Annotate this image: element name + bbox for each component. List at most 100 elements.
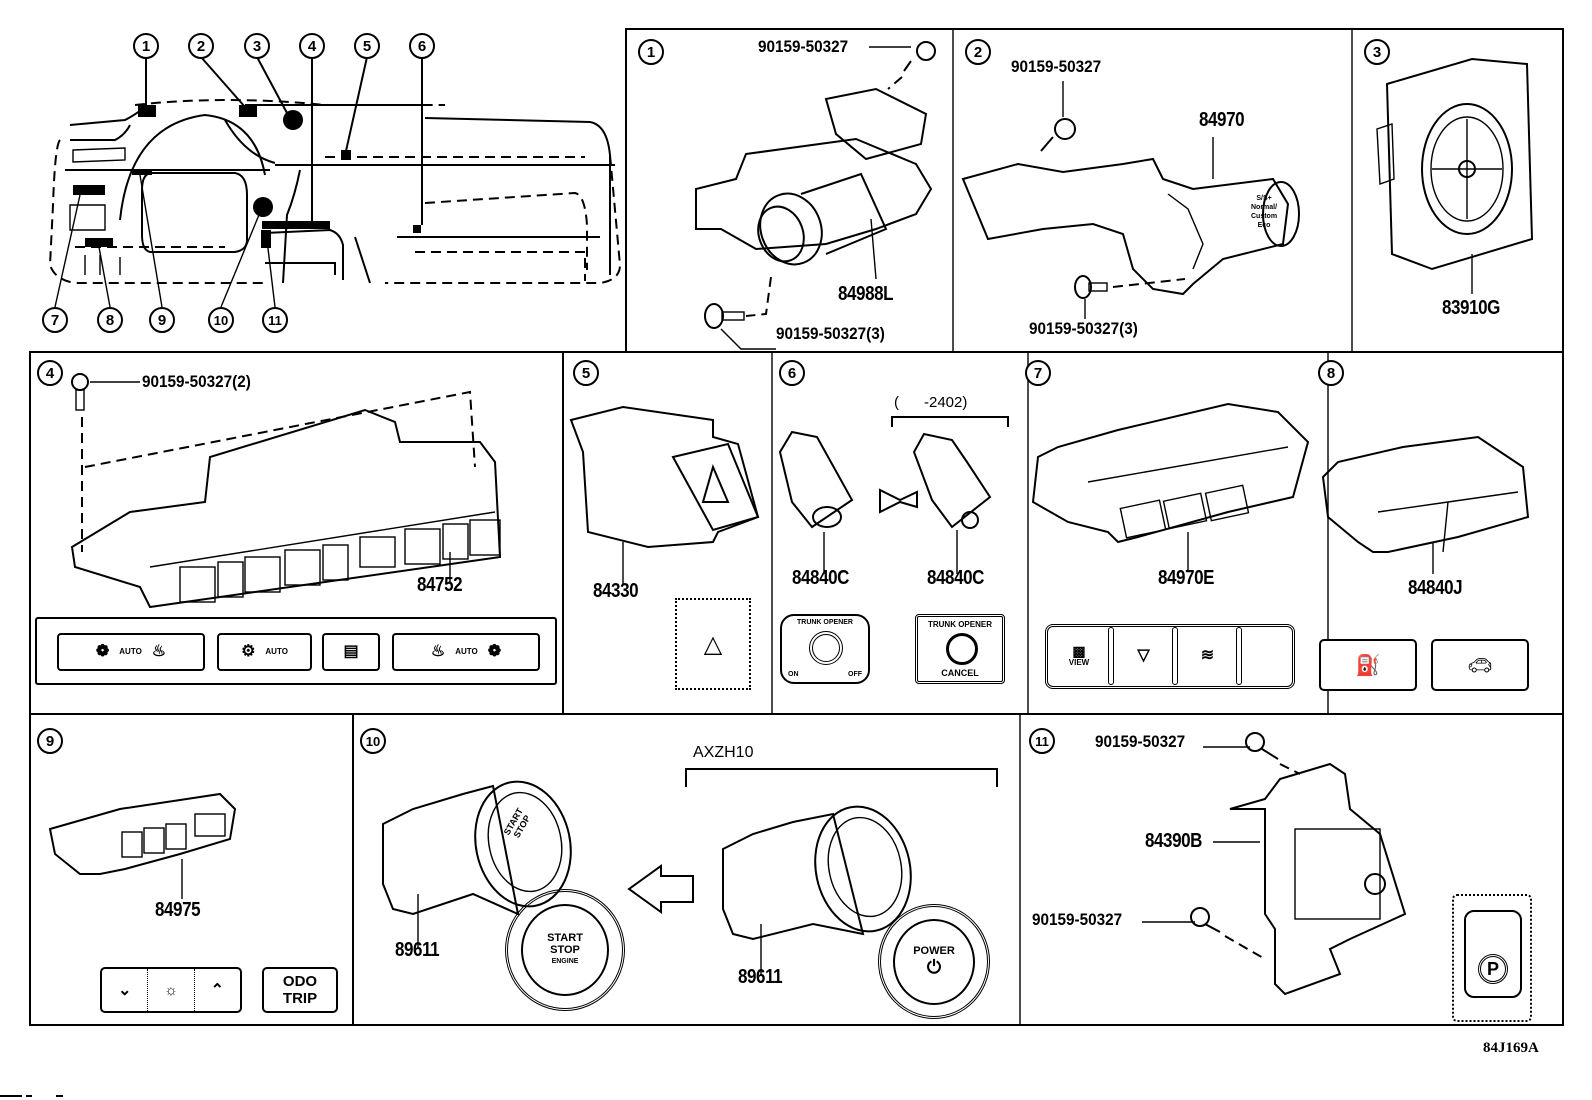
odo-trip-button[interactable]: ODO TRIP	[262, 967, 338, 1013]
seat-heater-passenger-group: ♨ AUTO ❁	[392, 633, 540, 671]
camera-view-button[interactable]: ▩ VIEW	[1054, 631, 1104, 681]
screw-part-number[interactable]: 90159-50327(3)	[776, 324, 885, 343]
meter-switch-drawing	[48, 792, 237, 899]
switch-part-number[interactable]: 84988L	[838, 283, 894, 305]
parking-brake-button[interactable]: P	[1464, 910, 1522, 998]
knob-label-normal: Normal/	[1251, 204, 1278, 211]
seat-heater-icon[interactable]: ♨	[151, 642, 167, 660]
screw-part-number[interactable]: 90159-50327(2)	[142, 372, 251, 391]
seat-heater-driver-group: ❁ AUTO ♨	[57, 633, 205, 671]
section-9-meter-control-switch: 9 84975 ⌄ ☼ ⌃ ODO TRIP	[30, 714, 353, 1025]
trunk-car-icon: 🚗︎	[1467, 654, 1493, 677]
section-number: 7	[1025, 360, 1051, 386]
callout-8[interactable]: 8	[97, 307, 123, 333]
wiper-switch-drawing	[961, 81, 1300, 319]
illumination-button[interactable]: ☼	[148, 969, 195, 1011]
section-5-hazard-switch: 5 84330 △	[563, 352, 772, 714]
knob-label-sport: S/S+	[1256, 195, 1272, 202]
on-label: ON	[788, 671, 799, 678]
callout-6[interactable]: 6	[409, 33, 435, 59]
switch-part-number[interactable]: 84970	[1199, 109, 1245, 131]
power-button[interactable]: POWER ⏻	[878, 904, 990, 1019]
section-number: 6	[779, 360, 805, 386]
steering-heater-group: ⚙ AUTO	[217, 633, 312, 671]
switch-part-number[interactable]: 84390B	[1145, 830, 1203, 852]
auto-label[interactable]: AUTO	[455, 646, 478, 656]
trunk-opener-face-right[interactable]: TRUNK OPENER CANCEL	[915, 614, 1005, 684]
trunk-opener-part-number-right[interactable]: 84840C	[927, 567, 985, 589]
start-text: START	[547, 932, 583, 944]
trunk-open-button[interactable]: 🚗︎	[1431, 639, 1529, 691]
callout-10[interactable]: 10	[208, 307, 234, 333]
callout-5[interactable]: 5	[354, 33, 380, 59]
rear-defogger-button[interactable]: ≋	[1180, 631, 1235, 681]
screw-part-number[interactable]: 90159-50327	[1095, 732, 1186, 751]
fuel-trunk-switch-drawing	[1321, 435, 1530, 574]
callout-2[interactable]: 2	[188, 33, 214, 59]
rear-wiper-icon: ▽	[1137, 646, 1150, 664]
section-3-clock: 3 83910G	[1352, 29, 1563, 352]
seat-heater-switch-drawing	[70, 373, 502, 609]
push-start-part-number-right[interactable]: 89611	[738, 966, 783, 988]
clock-drawing	[1376, 57, 1534, 294]
switch-part-number[interactable]: 84970E	[1158, 567, 1215, 589]
dashboard-overview: 1 2 3 4 5 6 7 8 9 10 11	[25, 25, 625, 345]
rear-sunshade-button[interactable]: ▤	[322, 633, 380, 671]
seat-ventilation-icon[interactable]: ❁	[95, 642, 110, 660]
knob-label-eco: Eco	[1257, 222, 1271, 229]
stop-text: STOP	[550, 944, 580, 956]
hazard-part-number[interactable]: 84330	[593, 580, 639, 602]
up-button[interactable]: ⌃	[210, 982, 225, 999]
switch-part-number[interactable]: 84975	[155, 899, 201, 921]
divider	[1172, 627, 1178, 685]
screw-part-number[interactable]: 90159-50327	[1011, 57, 1102, 76]
power-inner: POWER ⏻	[893, 918, 975, 1005]
defogger-icon: ≋	[1200, 646, 1215, 664]
power-text: POWER	[913, 945, 955, 957]
footer-fragment	[0, 1095, 63, 1097]
divider	[1108, 627, 1114, 685]
push-start-part-number-left[interactable]: 89611	[395, 939, 440, 961]
seat-heater-icon[interactable]: ♨	[430, 642, 446, 660]
steering-heater-icon[interactable]: ⚙	[241, 642, 256, 660]
fuel-door-button[interactable]: ⛽	[1319, 639, 1417, 691]
section-1-turn-signal-switch: 1 90159-50327 84988L 90159-50327(3)	[626, 29, 953, 352]
fuel-pump-icon: ⛽	[1355, 654, 1381, 677]
trunk-opener-part-number-left[interactable]: 84840C	[792, 567, 850, 589]
odo-label: ODO	[282, 973, 318, 990]
down-button[interactable]: ⌄	[102, 969, 149, 1011]
model-code-label: AXZH10	[693, 744, 754, 761]
callout-1[interactable]: 1	[133, 33, 159, 59]
trunk-opener-ring	[946, 633, 978, 665]
seat-ventilation-icon[interactable]: ❁	[487, 642, 502, 660]
camera-icon: ▩	[1072, 643, 1086, 660]
switch-part-number[interactable]: 84840J	[1408, 577, 1463, 599]
callout-3[interactable]: 3	[244, 33, 270, 59]
section-number: 8	[1318, 360, 1344, 386]
auto-label[interactable]: AUTO	[265, 646, 288, 656]
trunk-opener-drawing	[778, 416, 1009, 574]
trunk-opener-face-left[interactable]: TRUNK OPENER ON OFF	[780, 614, 870, 684]
screw-part-number[interactable]: 90159-50327(3)	[1029, 319, 1138, 338]
section-number: 10	[360, 728, 386, 754]
callout-9[interactable]: 9	[149, 307, 175, 333]
auto-label[interactable]: AUTO	[119, 646, 142, 656]
switch-part-number[interactable]: 84752	[417, 574, 463, 596]
seat-heater-face-panel: ❁ AUTO ♨ ⚙ AUTO ▤ ♨ AUTO ❁	[35, 617, 557, 685]
hazard-face[interactable]: △	[675, 598, 751, 690]
parking-brake-face[interactable]: P	[1452, 894, 1532, 1022]
callout-11[interactable]: 11	[262, 307, 288, 333]
start-stop-engine-button[interactable]: START STOP ENGINE	[505, 889, 625, 1011]
screw-part-number[interactable]: 90159-50327	[1032, 910, 1123, 929]
hazard-triangle-icon: △	[703, 630, 723, 658]
section-number: 5	[573, 360, 599, 386]
section-8-fuel-trunk-switch: 8 84840J ⛽ 🚗︎	[1318, 352, 1563, 714]
rear-wiper-button[interactable]: ▽	[1116, 631, 1171, 681]
cancel-label: CANCEL	[941, 668, 979, 678]
parking-brake-p-icon: P	[1478, 954, 1508, 984]
clock-part-number[interactable]: 83910G	[1442, 297, 1500, 319]
callout-7[interactable]: 7	[42, 307, 68, 333]
screw-part-number[interactable]: 90159-50327	[758, 37, 849, 56]
camera-wiper-face-panel: ▩ VIEW ▽ ≋	[1045, 624, 1295, 689]
callout-4[interactable]: 4	[299, 33, 325, 59]
